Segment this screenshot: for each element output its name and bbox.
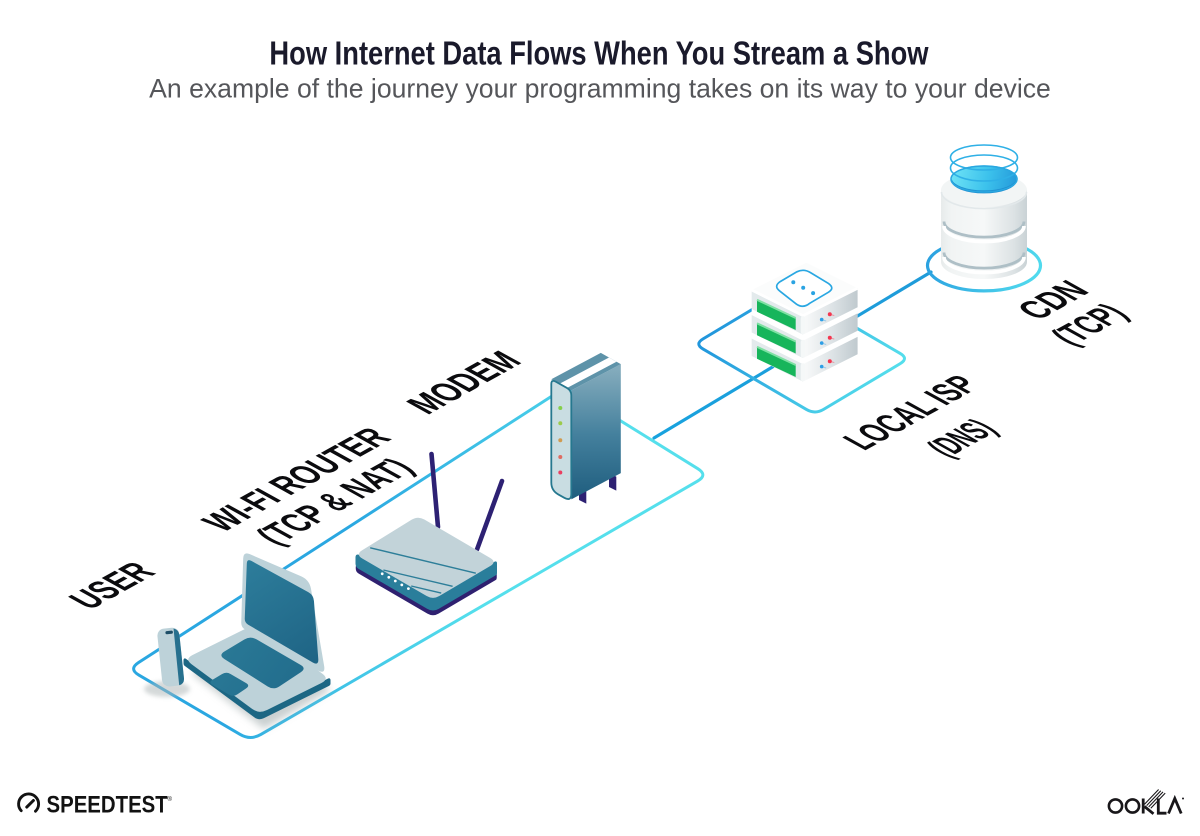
- svg-text:An example of the journey your: An example of the journey your programmi…: [149, 74, 1051, 104]
- svg-text:MODEM: MODEM: [398, 346, 531, 420]
- svg-text:How Internet Data Flows When Y: How Internet Data Flows When You Stream …: [269, 36, 929, 72]
- svg-text:USER: USER: [61, 557, 165, 615]
- svg-text:SPEEDTEST: SPEEDTEST: [47, 791, 169, 818]
- svg-text:®: ®: [168, 796, 173, 803]
